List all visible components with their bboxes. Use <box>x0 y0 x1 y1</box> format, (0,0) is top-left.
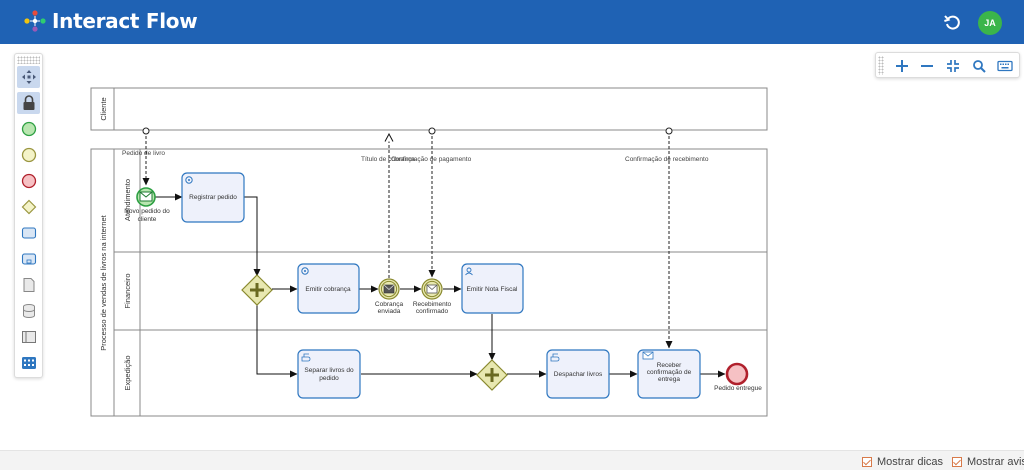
start-event-label-1: Novo pedido do <box>124 208 170 215</box>
task-issue-charge[interactable]: Emitir cobrança <box>297 263 360 314</box>
subprocess-icon <box>21 253 36 265</box>
show-tips-label: Mostrar dicas <box>877 456 944 468</box>
tool-end-event[interactable] <box>17 170 40 192</box>
app-title: Interact Flow <box>52 9 198 33</box>
message-label-payment-confirmation: Confirmação de pagamento <box>391 156 472 163</box>
user-avatar[interactable]: JA <box>978 11 1002 35</box>
fit-view-button[interactable] <box>942 55 964 76</box>
message-label-book-order: Pedido de livro <box>122 150 165 157</box>
task-receive-confirmation[interactable]: Receber confirmação de entrega <box>637 349 701 399</box>
message-label-receipt-confirmation: Confirmação de recebimento <box>625 156 709 163</box>
lane-finance-label: Financeiro <box>123 273 132 308</box>
search-icon <box>973 59 986 73</box>
start-event-icon <box>21 121 36 137</box>
start-event-new-order[interactable] <box>136 187 156 207</box>
task-receive-confirmation-label-2: confirmação de <box>647 369 692 376</box>
task-icon <box>21 227 36 239</box>
event-receipt-confirmed-label-2: confirmado <box>416 308 449 315</box>
intermediate-event-icon <box>21 147 36 163</box>
tool-start-event[interactable] <box>17 118 40 140</box>
user-task-icon <box>465 267 473 276</box>
keyboard-icon <box>997 60 1013 71</box>
task-receive-confirmation-label-1: Receber <box>657 362 682 369</box>
lock-icon <box>23 95 34 110</box>
search-button[interactable] <box>968 55 990 76</box>
undo-icon[interactable] <box>942 12 964 34</box>
task-register-order-label: Registrar pedido <box>189 194 237 201</box>
checkbox-checked-icon <box>952 457 962 467</box>
lane-shipping-label: Expedição <box>123 355 132 390</box>
gateway-icon <box>21 199 36 215</box>
app-logo-icon <box>24 10 46 32</box>
event-charge-sent-label-2: enviada <box>378 308 401 315</box>
pool-client[interactable]: Cliente <box>90 87 768 131</box>
zoom-toolbar-drag-handle[interactable] <box>878 56 884 75</box>
event-charge-sent[interactable] <box>378 278 400 300</box>
data-object-icon <box>23 278 34 292</box>
task-receive-confirmation-label-3: entrega <box>658 376 680 383</box>
show-warnings-label: Mostrar avis <box>967 456 1024 468</box>
event-charge-sent-label-1: Cobrança <box>375 301 404 308</box>
status-footer <box>0 450 1024 470</box>
data-store-icon <box>22 304 35 318</box>
pool-process-label: Processo de vendas de livros na internet <box>99 214 108 350</box>
end-event-label: Pedido entregue <box>714 385 762 392</box>
task-dispatch-books-label: Despachar livros <box>554 371 603 378</box>
task-issue-charge-label: Emitir cobrança <box>305 286 351 293</box>
start-event-label-2: cliente <box>138 216 157 223</box>
keyboard-shortcuts-button[interactable] <box>994 55 1016 76</box>
task-register-order[interactable]: Registrar pedido <box>181 172 245 223</box>
move-icon <box>21 70 36 84</box>
task-separate-books[interactable]: Separar livros do pedido <box>297 349 361 399</box>
checkbox-checked-icon <box>862 457 872 467</box>
show-warnings-checkbox[interactable]: Mostrar avis <box>952 455 1024 469</box>
task-dispatch-books[interactable]: Despachar livros <box>546 349 610 399</box>
zoom-in-button[interactable] <box>891 55 913 76</box>
palette-drag-handle[interactable] <box>17 56 40 64</box>
service-task-gear-icon <box>301 267 309 275</box>
end-event-icon <box>21 173 36 189</box>
receive-task-envelope-icon <box>642 351 654 360</box>
lane-attendance-label: Atendimento <box>123 179 132 221</box>
end-event-order-delivered[interactable] <box>725 362 749 386</box>
show-tips-checkbox[interactable]: Mostrar dicas <box>862 455 943 469</box>
zoom-toolbar <box>875 52 1020 78</box>
event-receipt-confirmed[interactable] <box>421 278 443 300</box>
parallel-gateway-join[interactable] <box>476 359 508 391</box>
task-issue-invoice[interactable]: Emitir Nota Fiscal <box>461 263 524 314</box>
zoom-out-button[interactable] <box>916 55 938 76</box>
zoom-in-icon <box>896 59 908 72</box>
tool-data-store[interactable] <box>17 300 40 322</box>
parallel-gateway-split[interactable] <box>241 274 273 306</box>
task-separate-books-label-1: Separar livros do <box>304 367 354 374</box>
tool-pool[interactable] <box>17 326 40 348</box>
task-issue-invoice-label: Emitir Nota Fiscal <box>467 286 518 293</box>
tool-move[interactable] <box>17 66 40 88</box>
fit-icon <box>947 59 959 72</box>
tool-data-object[interactable] <box>17 274 40 296</box>
sequence-flows <box>155 193 726 378</box>
manual-task-hand-icon <box>301 353 311 362</box>
tool-lock[interactable] <box>17 92 40 114</box>
grid-icon <box>21 357 36 369</box>
tool-task[interactable] <box>17 222 40 244</box>
tool-grid[interactable] <box>17 352 40 374</box>
diagram-canvas[interactable]: Cliente Processo de vendas de livros na … <box>0 0 1024 450</box>
app-header: Interact Flow JA <box>0 0 1024 44</box>
tool-gateway[interactable] <box>17 196 40 218</box>
pool-client-label: Cliente <box>99 97 108 120</box>
service-task-gear-icon <box>185 176 193 184</box>
pool-icon <box>21 331 36 343</box>
tool-intermediate-event[interactable] <box>17 144 40 166</box>
task-separate-books-label-2: pedido <box>319 375 339 382</box>
event-receipt-confirmed-label-1: Recebimento <box>413 301 452 308</box>
message-label-charge-title: Título de cobrança <box>361 156 415 163</box>
manual-task-hand-icon <box>550 353 560 362</box>
message-flows <box>142 127 673 349</box>
zoom-out-icon <box>921 64 933 67</box>
element-palette <box>14 53 43 378</box>
tool-subprocess[interactable] <box>17 248 40 270</box>
